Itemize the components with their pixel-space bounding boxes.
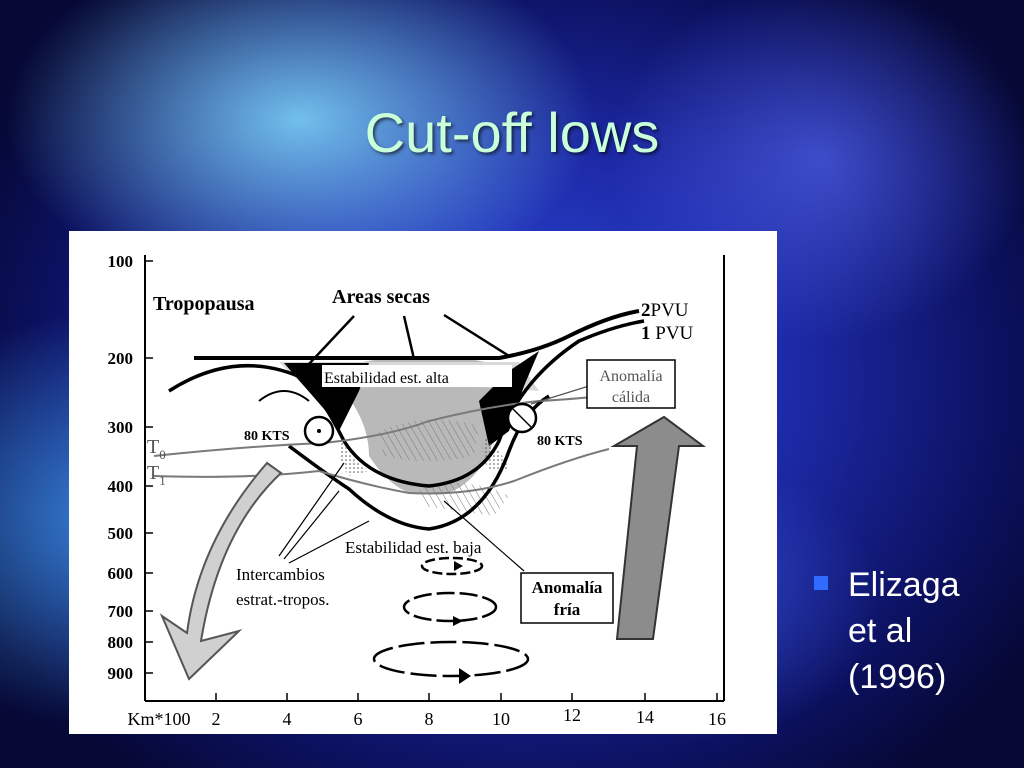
ascent-arrow [610, 415, 707, 640]
lower-tropopause-line [287, 394, 550, 531]
intercambios-label-line2: estrat.-tropos. [236, 590, 329, 609]
diagram-svg: 100 200 300 400 500 600 700 800 900 Km*1… [108, 252, 727, 729]
descent-arrow [159, 461, 283, 681]
jet-core-right [506, 402, 538, 434]
y-tick-label: 700 [108, 602, 134, 621]
y-tick-label: 100 [108, 252, 134, 271]
estabilidad-alta-box [322, 365, 512, 387]
areas-secas-label: Areas secas [332, 286, 430, 308]
anomalia-fria-label-line2: fría [554, 600, 581, 619]
anomalia-calida-label-line1: Anomalía [599, 368, 662, 385]
intercambios-pointers [278, 462, 370, 564]
pvu1-label: 1 PVU [641, 323, 694, 344]
circulation-ellipse-large [372, 640, 530, 678]
anomalia-fria-label-line1: Anomalía [532, 578, 603, 597]
x-tick-marks [215, 693, 718, 701]
intercambios-label-line1: Intercambios [236, 565, 325, 584]
x-tick-label: 12 [563, 705, 581, 725]
x-tick-label: 16 [708, 709, 726, 729]
left-fold-line [258, 390, 310, 402]
dotted-region-right [482, 436, 509, 469]
dry-area-right [479, 351, 539, 446]
jet-left-label: 80 KTS [244, 429, 290, 444]
jet-core-left [303, 415, 335, 447]
t0-label: T0 [147, 436, 166, 462]
x-tick-label: 10 [492, 709, 510, 729]
y-tick-label: 900 [108, 664, 134, 683]
x-tick-label: 6 [354, 709, 363, 729]
jet-right-label: 80 KTS [537, 434, 583, 449]
y-tick-label: 200 [108, 349, 134, 368]
dotted-region-left [338, 436, 369, 476]
bullet-text: Elizaga et al (1996) [848, 566, 960, 696]
y-tick-marks [145, 260, 153, 674]
anomalia-calida-label-line2: cálida [612, 389, 650, 406]
cutoff-low-diagram: 100 200 300 400 500 600 700 800 900 Km*1… [69, 231, 777, 734]
x-axis-unit-label: Km*100 [128, 709, 191, 729]
y-tick-label: 800 [108, 633, 134, 652]
y-tick-label: 600 [108, 564, 134, 583]
circulation-ellipse-medium [402, 591, 498, 623]
circulation-ellipse-small [420, 556, 484, 576]
tropopause-1pvu-line [168, 319, 645, 488]
areas-secas-pointers [308, 313, 510, 365]
anomalia-fria-pointer [443, 500, 525, 572]
y-tick-label: 500 [108, 524, 134, 543]
bullet-list: Elizaga et al (1996) [814, 562, 1014, 700]
hatched-region-lower [419, 482, 509, 516]
tropopause-2pvu-line [194, 309, 640, 360]
estabilidad-baja-label: Estabilidad est. baja [345, 538, 482, 557]
tropopausa-label: Tropopausa [153, 293, 255, 315]
anomalia-fria-box [520, 572, 614, 624]
isentrope-t0 [153, 392, 630, 457]
x-tick-label: 2 [212, 709, 221, 729]
x-tick-label: 14 [636, 707, 654, 727]
y-tick-label: 400 [108, 477, 134, 496]
circulation-arrowheads [453, 561, 471, 684]
anomalia-calida-pointer [530, 385, 590, 405]
t1-label: T1 [147, 462, 166, 488]
slide-title: Cut-off lows [364, 101, 660, 164]
bullet-item: Elizaga et al (1996) [814, 562, 1014, 700]
y-tick-label: 300 [108, 418, 134, 437]
estabilidad-alta-label: Estabilidad est. alta [324, 370, 449, 387]
anomalia-calida-box [586, 359, 676, 409]
pvu2-label: 2PVU [641, 300, 689, 321]
x-tick-label: 8 [425, 709, 434, 729]
x-tick-label: 4 [283, 709, 292, 729]
bullet-square-icon [814, 576, 828, 590]
